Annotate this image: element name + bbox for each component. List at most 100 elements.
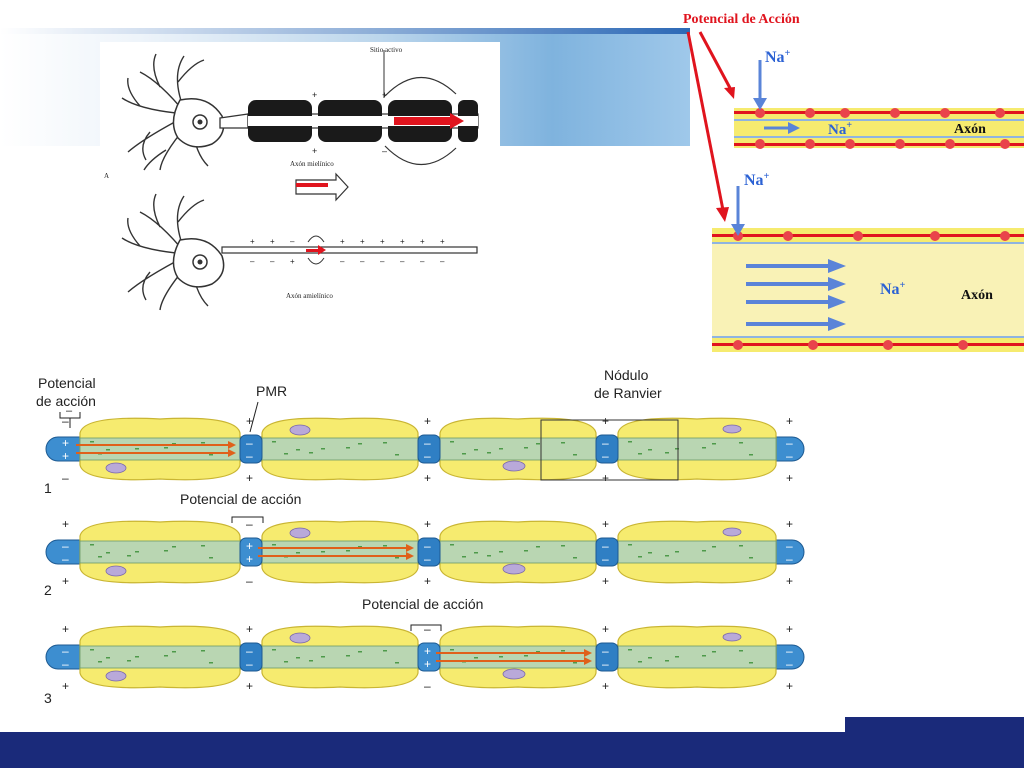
row-number: 2 <box>44 582 52 598</box>
axoplasm-speck <box>284 453 288 455</box>
na-inside-label: Na+ <box>880 280 906 298</box>
axoplasm-speck <box>164 655 168 657</box>
membrane-line <box>734 143 1024 146</box>
charge-plus: + <box>424 517 431 531</box>
pmr-pointer <box>249 401 259 433</box>
conduction-arrow-top <box>394 117 450 125</box>
myelinated-caption: Axón mielínico <box>290 160 334 168</box>
axoplasm-speck <box>296 449 300 451</box>
charge-minus: – <box>340 257 345 266</box>
axoplasm-speck <box>474 552 478 554</box>
axon-core <box>261 437 419 461</box>
axoplasm-speck <box>648 552 652 554</box>
charge-minus: – <box>602 657 609 671</box>
panel-title: Potencial de Acción <box>683 12 800 27</box>
current-loop-lower <box>384 145 457 166</box>
myelinated-neuron: Sitio activo + + + – Axón mielínico A <box>104 46 479 202</box>
axoplasm-speck <box>395 557 399 559</box>
node-label-line1: Nódulo <box>604 367 649 383</box>
footer-tab <box>845 717 1024 733</box>
axoplasm-speck <box>628 441 632 443</box>
charge-minus: – <box>424 449 431 463</box>
axon-core <box>617 645 777 669</box>
axoplasm-speck <box>321 448 325 450</box>
axoplasm-speck <box>712 546 716 548</box>
axon-core <box>617 437 777 461</box>
axoplasm-speck <box>638 661 642 663</box>
axoplasm-speck <box>561 545 565 547</box>
axoplasm-speck <box>450 544 454 546</box>
inner-line <box>734 119 1024 121</box>
axoplasm-speck <box>90 649 94 651</box>
charge-minus: – <box>382 146 387 156</box>
local-loop-upper <box>307 235 325 243</box>
axoplasm-speck <box>749 557 753 559</box>
charge-minus: – <box>246 657 253 671</box>
schwann-nucleus <box>722 527 742 537</box>
footer-bar <box>0 732 1024 768</box>
axoplasm-speck <box>98 556 102 558</box>
axoplasm-speck <box>106 449 110 451</box>
local-current-arrowhead <box>406 544 414 552</box>
charge-plus: + <box>62 622 69 636</box>
charge-plus: + <box>270 237 275 246</box>
axoplasm-speck <box>209 662 213 664</box>
axoplasm-speck <box>499 448 503 450</box>
schwann-nucleus <box>105 462 127 474</box>
charge-plus: + <box>786 414 793 428</box>
charge-minus: – <box>400 257 405 266</box>
axoplasm-speck <box>164 447 168 449</box>
axoplasm-speck <box>321 551 325 553</box>
charge-plus: + <box>246 679 253 693</box>
charge-minus: – <box>62 657 69 671</box>
schwann-nucleus <box>105 670 127 682</box>
charge-minus: – <box>786 449 793 463</box>
ap-label-line1: Potencial <box>38 375 96 391</box>
axoplasm-speck <box>201 442 205 444</box>
axoplasm-speck <box>524 655 528 657</box>
node-of-ranvier <box>417 537 441 567</box>
schwann-nucleus <box>502 460 526 472</box>
axoplasm-speck <box>201 650 205 652</box>
unmyelinated-neuron: + + – + + + + + + – – + – – – – – – Axón… <box>121 193 478 311</box>
charge-plus: + <box>246 539 253 553</box>
axoplasm-speck <box>749 454 753 456</box>
charge-plus: + <box>786 517 793 531</box>
dendrites-bottom <box>121 193 209 311</box>
node-of-ranvier <box>239 642 263 672</box>
axoplasm-speck <box>98 661 102 663</box>
local-current-arrowhead <box>584 657 592 665</box>
node-highlight-box <box>540 419 679 481</box>
node-label-line2: de Ranvier <box>594 385 662 401</box>
na-label: Na+ <box>765 48 791 66</box>
charge-plus: + <box>290 257 295 266</box>
direction-arrow-red-stroke <box>296 183 328 187</box>
membrane-dots <box>733 231 1010 350</box>
wide-axon: Na+ Na+ Axón <box>712 171 1024 352</box>
axoplasm-speck <box>675 551 679 553</box>
na-flow-arrows <box>746 264 830 326</box>
charge-minus: – <box>786 539 793 553</box>
charge-plus: + <box>424 574 431 588</box>
slide-header-accent-line <box>0 28 690 34</box>
charge-minus: – <box>786 552 793 566</box>
charge-minus: – <box>786 657 793 671</box>
charge-plus: + <box>440 237 445 246</box>
charge-minus: – <box>602 644 609 658</box>
axoplasm-speck <box>321 656 325 658</box>
axoplasm-speck <box>487 452 491 454</box>
axoplasm-speck <box>358 651 362 653</box>
charge-plus: + <box>602 622 609 636</box>
axon-core <box>261 540 419 564</box>
axoplasm-speck <box>628 649 632 651</box>
charge-plus: + <box>246 471 253 485</box>
charge-plus: + <box>602 471 609 485</box>
charge-plus: + <box>360 237 365 246</box>
local-current-arrowhead <box>228 449 236 457</box>
unmyelinated-caption: Axón amielínico <box>286 292 333 300</box>
axon-rows: ––++++––++––++––++––++––––++++––++––++––… <box>45 414 805 693</box>
axoplasm-speck <box>573 662 577 664</box>
conduction-arrow-bottom <box>306 249 320 252</box>
axon-core <box>79 645 241 669</box>
axoplasm-speck <box>638 556 642 558</box>
